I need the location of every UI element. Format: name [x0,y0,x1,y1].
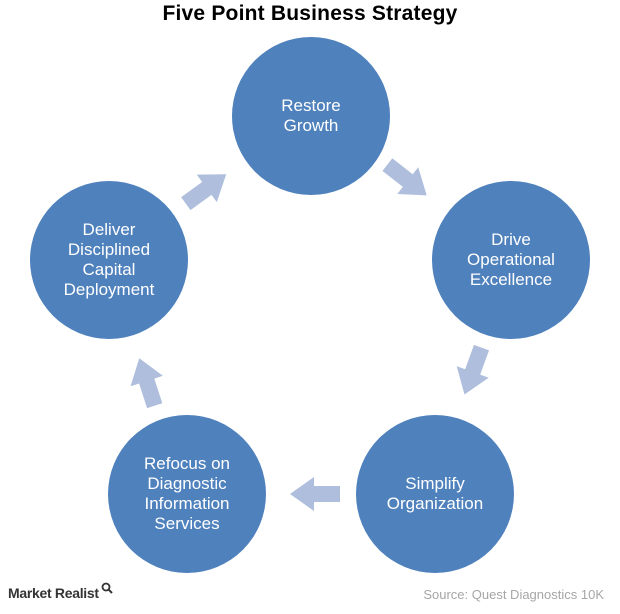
step-label-line: Information [144,494,230,513]
step-simplify-organization: Simplify Organization [356,415,514,573]
magnifier-icon [101,581,113,597]
step-refocus-diagnostic-services: Refocus on Diagnostic Information Servic… [108,415,266,573]
step-label-line: Refocus on [144,454,230,473]
step-label-line: Drive [491,230,531,249]
step-label-line: Capital [82,260,136,279]
step-label-line: Simplify [405,474,465,493]
step-label-line: Deliver [82,220,136,239]
arrow-icon-growth-to-excellence [377,151,437,209]
step-drive-operational-excellence: Drive Operational Excellence [432,181,590,339]
step-restore-growth: Restore Growth [232,37,390,195]
arrow-icon-deliver-to-growth [176,161,236,218]
diagram-title: Five Point Business Strategy [162,2,458,25]
step-label-line: Excellence [469,270,553,289]
step-label-line: Services [154,514,220,533]
step-label-line: Restore [281,96,341,115]
step-label-line: Diagnostic [147,474,227,493]
source-note: Source: Quest Diagnostics 10K [423,587,604,602]
arrow-icon-excellence-to-simplify [448,342,497,401]
arrow-icon-simplify-to-refocus [290,477,340,511]
step-label-line: Operational [467,250,555,269]
arrow-icon-refocus-to-deliver [123,353,171,411]
step-label-line: Organization [386,494,484,513]
logo-text: Market Realist [8,585,99,601]
market-realist-logo: Market Realist [8,582,113,601]
step-deliver-capital-deployment: Deliver Disciplined Capital Deployment [30,181,188,339]
step-label-line: Disciplined [67,240,151,259]
step-label-line: Growth [283,116,339,135]
step-label-line: Deployment [63,280,155,299]
